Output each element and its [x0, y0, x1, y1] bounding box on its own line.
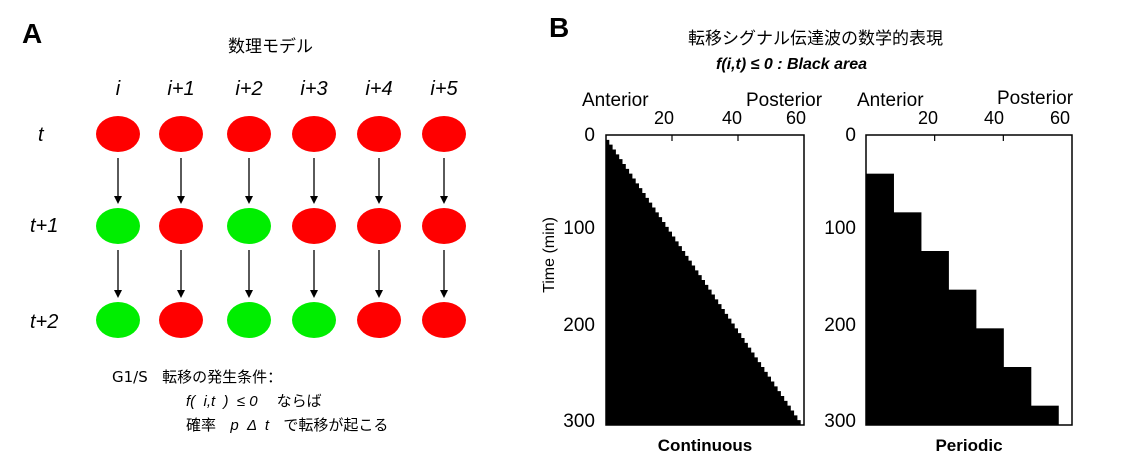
cell-red-r2-c4: [357, 302, 401, 338]
cell-red-r0-c5: [422, 116, 466, 152]
cell-red-r1-c1: [159, 208, 203, 244]
cell-red-r1-c5: [422, 208, 466, 244]
periodic-step-2: [920, 251, 949, 425]
periodic-step-6: [1030, 405, 1059, 425]
column-label-i-plus-5: i+5: [430, 78, 458, 100]
cell-red-r2-c5: [422, 302, 466, 338]
column-label-i-plus-2: i+2: [235, 78, 263, 100]
cell-green-r1-c0: [96, 208, 140, 244]
plot1-x-tick-20: 20: [654, 108, 675, 128]
condition-line-1: f( i,t ) ≤ 0 ならば: [186, 390, 322, 411]
cell-green-r2-c2: [227, 302, 271, 338]
plot2-y-tick-0: 0: [845, 125, 856, 146]
panel-b-letter: B: [549, 12, 570, 43]
continuous-plot: [605, 134, 805, 426]
plot2-y-tick-300: 300: [824, 411, 856, 432]
cell-green-r2-c0: [96, 302, 140, 338]
cell-state-diagram: [96, 116, 466, 338]
plot2-x-tick-20: 20: [918, 108, 939, 128]
continuous-black-area: [606, 135, 804, 425]
cell-red-r0-c0: [96, 116, 140, 152]
plot1-y-tick-200: 200: [563, 315, 595, 336]
plot2-x-tick-60: 60: [1050, 108, 1071, 128]
plot1-y-tick-300: 300: [563, 411, 595, 432]
plot2-anterior-label: Anterior: [857, 90, 924, 111]
periodic-step-4: [975, 328, 1004, 425]
plot-frame: [865, 134, 1073, 426]
plot1-x-tick-60: 60: [786, 108, 807, 128]
condition-formula-2: p Δ t: [230, 417, 270, 434]
condition-heading: G1/S 転移の発生条件：: [112, 366, 282, 387]
plot2-y-tick-200: 200: [824, 315, 856, 336]
panel-a-title: 数理モデル: [228, 37, 313, 57]
cell-green-r1-c2: [227, 208, 271, 244]
column-label-i-plus-4: i+4: [365, 78, 393, 100]
condition-formula-1: f( i,t ) ≤ 0: [186, 393, 258, 410]
row-label-t: t: [38, 124, 44, 146]
y-axis-label: Time (min): [541, 217, 558, 293]
cell-red-r2-c1: [159, 302, 203, 338]
condition-line-2: 確率 p Δ t で転移が起こる: [186, 414, 388, 435]
panel-a-letter: A: [22, 18, 43, 49]
periodic-step-1: [893, 212, 922, 425]
plot1-y-tick-0: 0: [584, 125, 595, 146]
plot1-y-tick-100: 100: [563, 218, 595, 239]
plot1-anterior-label: Anterior: [582, 90, 649, 111]
plot2-title: Periodic: [935, 436, 1003, 455]
plot2-x-tick-40: 40: [984, 108, 1005, 128]
condition-suffix-1: ならば: [276, 392, 322, 410]
condition-heading-prefix: G1/S: [112, 368, 148, 386]
condition-prefix-2: 確率: [186, 416, 217, 434]
cell-red-r0-c4: [357, 116, 401, 152]
row-label-t-plus-2: t+2: [30, 311, 59, 333]
plot1-posterior-label: Posterior: [746, 90, 823, 111]
cell-red-r1-c4: [357, 208, 401, 244]
column-label-i-plus-3: i+3: [300, 78, 328, 100]
cell-red-r1-c3: [292, 208, 336, 244]
plot2-y-tick-100: 100: [824, 218, 856, 239]
condition-heading-text: 転移の発生条件：: [162, 368, 283, 386]
cell-red-r0-c3: [292, 116, 336, 152]
cell-green-r2-c3: [292, 302, 336, 338]
cell-red-r0-c1: [159, 116, 203, 152]
plot1-x-tick-40: 40: [722, 108, 743, 128]
panel-b-title: 転移シグナル伝達波の数学的表現: [688, 29, 943, 49]
periodic-step-5: [1003, 367, 1032, 425]
column-label-i-plus-1: i+1: [167, 78, 195, 100]
plot-frame: [605, 134, 805, 426]
condition-suffix-2: で転移が起こる: [283, 416, 389, 434]
plot2-posterior-label: Posterior: [997, 88, 1074, 109]
column-label-i: i: [115, 78, 121, 100]
periodic-step-3: [948, 289, 977, 425]
periodic-plot: [865, 134, 1073, 426]
periodic-step-0: [866, 173, 894, 425]
row-label-t-plus-1: t+1: [30, 215, 59, 237]
panel-b-subtitle: f(i,t) ≤ 0 : Black area: [716, 56, 868, 73]
plot1-title: Continuous: [657, 436, 753, 455]
cell-red-r0-c2: [227, 116, 271, 152]
